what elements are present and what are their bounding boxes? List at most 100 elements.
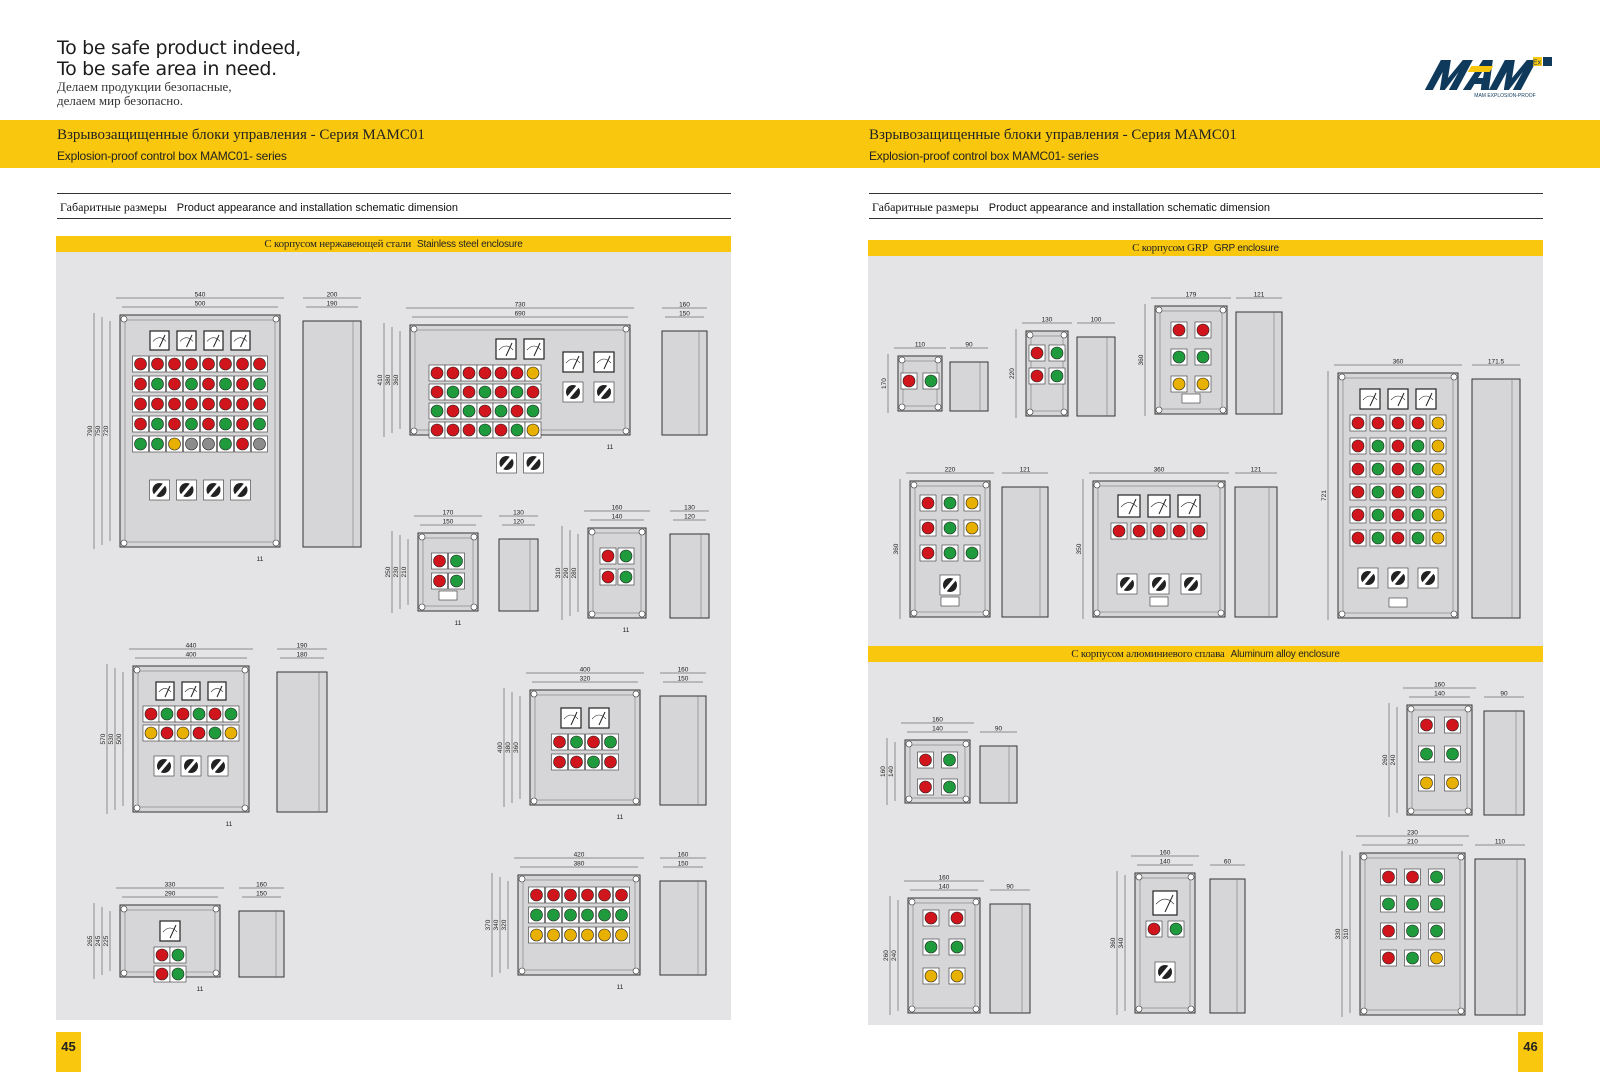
- meter-scale: [184, 688, 198, 693]
- left-dim-en: Product appearance and installation sche…: [176, 202, 459, 214]
- meter-icon: [149, 330, 170, 351]
- mounting-hole: [898, 403, 906, 411]
- pushbutton-red: [236, 437, 249, 451]
- pushbutton-red: [510, 366, 524, 380]
- pushbutton-green: [943, 496, 957, 510]
- mounting-hole: [133, 666, 141, 674]
- pushbutton-red: [168, 377, 181, 391]
- pushbutton-red: [564, 888, 577, 902]
- pushbutton-green: [430, 404, 444, 418]
- pushbutton-red: [601, 549, 615, 563]
- mounting-hole: [632, 875, 640, 883]
- pushbutton-red: [1382, 924, 1395, 938]
- meter-scale: [210, 688, 224, 693]
- enclosure-side: [1234, 486, 1278, 618]
- pushbutton-red: [902, 374, 916, 388]
- pushbutton-yellow: [1446, 776, 1459, 790]
- pushbutton-green: [208, 726, 222, 740]
- mounting-hole: [1135, 873, 1143, 881]
- pushbutton-red: [446, 404, 460, 418]
- switch-handle: [597, 384, 611, 400]
- height-dimension: 230: [393, 566, 400, 577]
- height-dimension: 750: [95, 425, 102, 436]
- pushbutton-red: [1351, 508, 1365, 522]
- pushbutton-green: [510, 423, 524, 437]
- height-dimension: 250: [385, 566, 392, 577]
- pushbutton-yellow: [1431, 508, 1445, 522]
- pushbutton-green: [1050, 346, 1064, 360]
- mounting-hole: [241, 666, 249, 674]
- bottom-dimension: 11: [257, 556, 264, 563]
- pushbutton-red: [553, 735, 566, 749]
- meter-needle: [1425, 392, 1433, 407]
- height-dimension: 210: [401, 566, 408, 577]
- nameplate: [438, 590, 458, 601]
- switch-handle: [180, 482, 193, 498]
- pushbutton-yellow: [547, 928, 560, 942]
- pushbutton-red: [1391, 416, 1405, 430]
- pushbutton-red: [433, 554, 446, 568]
- pushbutton-green: [171, 967, 185, 981]
- pushbutton-red: [1351, 485, 1365, 499]
- mounting-hole: [898, 356, 906, 364]
- meter-icon: [176, 330, 197, 351]
- pushbutton-red: [921, 496, 935, 510]
- top-dimension: 150: [443, 519, 454, 526]
- height-dimension: 160: [880, 766, 887, 777]
- pushbutton-green: [619, 549, 633, 563]
- pushbutton-red: [1030, 346, 1044, 360]
- mounting-hole: [905, 795, 913, 803]
- height-dimension: 720: [103, 425, 110, 436]
- mounting-hole: [962, 795, 970, 803]
- pushbutton-red: [604, 755, 617, 769]
- mounting-hole: [622, 427, 630, 435]
- height-dimension: 400: [497, 742, 504, 753]
- mounting-hole: [1219, 306, 1227, 314]
- right-dim-ru: Габаритные размеры: [872, 200, 979, 214]
- pushbutton-red: [1446, 718, 1459, 732]
- pushbutton-red: [950, 911, 964, 925]
- meter-scale: [1180, 502, 1198, 508]
- mounting-hole: [530, 690, 538, 698]
- pushbutton-red: [494, 385, 508, 399]
- bottom-dimension: 11: [623, 627, 630, 634]
- pushbutton-red: [253, 397, 266, 411]
- switch-handle: [234, 482, 247, 498]
- mounting-hole: [1407, 807, 1415, 815]
- pushbutton-green: [604, 735, 617, 749]
- height-dimension: 340: [493, 919, 500, 930]
- mounting-hole: [212, 969, 220, 977]
- pushbutton-grey: [185, 437, 198, 451]
- pushbutton-red: [168, 357, 181, 371]
- switch-handle: [1421, 570, 1435, 586]
- mounting-hole: [241, 804, 249, 812]
- pushbutton-yellow: [564, 928, 577, 942]
- top-dimension: 140: [1160, 859, 1171, 866]
- pushbutton-yellow: [581, 928, 594, 942]
- pushbutton-yellow: [144, 726, 158, 740]
- pushbutton-yellow: [1420, 776, 1433, 790]
- switch-handle: [1361, 570, 1375, 586]
- side-dimension: 100: [1091, 317, 1102, 324]
- side-dimension: 180: [297, 652, 308, 659]
- enclosure-side: [1474, 858, 1526, 1016]
- enclosure-side: [669, 533, 710, 619]
- enclosure-side: [989, 903, 1031, 1014]
- meter-scale: [1418, 395, 1434, 401]
- side-dimension: 150: [679, 311, 690, 318]
- logo-tagline: MAM EXPLOSION-PROOF: [1474, 93, 1535, 99]
- pushbutton-red: [202, 397, 215, 411]
- meter-scale: [1362, 395, 1378, 401]
- right-rule-bottom: [869, 218, 1543, 219]
- meter-scale: [596, 358, 612, 364]
- pushbutton-green: [1411, 531, 1425, 545]
- height-dimension: 500: [116, 733, 123, 744]
- height-dimension: 240: [891, 950, 898, 961]
- meter-scale: [158, 688, 172, 693]
- pushbutton-red: [1420, 718, 1433, 732]
